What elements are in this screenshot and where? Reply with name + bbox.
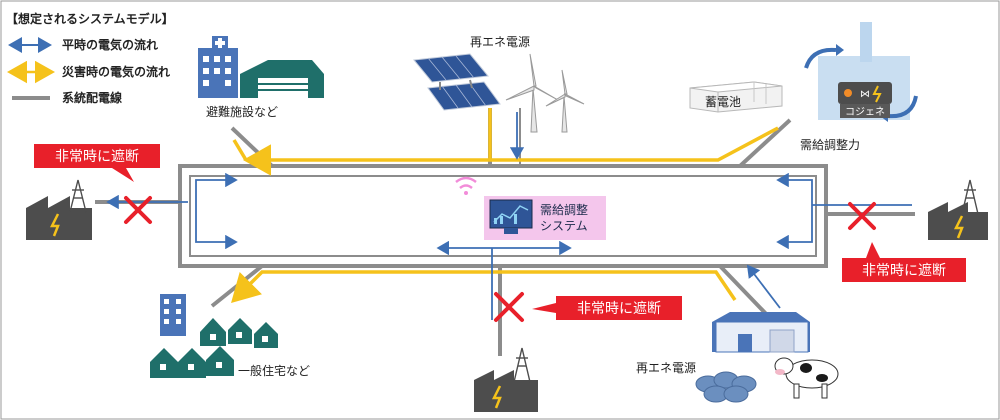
normal-right-bottom (776, 205, 813, 250)
renewable-bottom-label: 再エネ電源 (636, 361, 696, 375)
farm-renewable-icon (695, 312, 839, 403)
disaster-flow-top (243, 126, 779, 176)
demand-supply-power-label: 需給調整力 (800, 137, 860, 152)
battery-icon (689, 81, 783, 113)
demand-supply-system-icon: 需給調整 システム (455, 176, 606, 240)
disaster-flow-top-evac (232, 139, 248, 161)
solar-panel-icon (413, 53, 501, 111)
left-factory-icon (26, 179, 92, 240)
battery-label: 蓄電池 (705, 95, 741, 109)
evacuation-facility-label: 避難施設など (206, 104, 278, 119)
cogeneration-icon: ⋈ コジェネ (804, 22, 918, 122)
cogeneration-label: コジェネ (845, 106, 885, 118)
normal-left-top (195, 172, 238, 202)
normal-flow (106, 112, 912, 320)
cow-icon (774, 357, 839, 399)
legend-normal-label: 平時の電気の流れ (62, 37, 158, 52)
cut-mark-left (124, 196, 152, 224)
callout-right: 非常時に遮断 (842, 242, 966, 282)
system-label-line2: システム (540, 219, 588, 233)
legend: 【想定されるシステムモデル】 平時の電気の流れ 災害時の電気の流れ 系統配電線 (6, 11, 174, 105)
normal-left-bottom (195, 202, 238, 250)
grid-branch-battery (738, 118, 792, 168)
grid-ring-inner (189, 175, 817, 257)
general-housing-icon (150, 294, 278, 378)
svg-text:⋈: ⋈ (860, 89, 870, 100)
callout-bottom: 非常時に遮断 (532, 296, 682, 320)
legend-disaster-label: 災害時の電気の流れ (62, 64, 170, 79)
callout-bottom-text: 非常時に遮断 (577, 301, 661, 317)
legend-title: 【想定されるシステムモデル】 (6, 11, 174, 26)
normal-right-top (776, 172, 813, 205)
cut-mark-bottom (494, 292, 524, 322)
callout-left-text: 非常時に遮断 (55, 149, 139, 165)
legend-grid-label: 系統配電線 (62, 90, 122, 105)
right-factory-icon (928, 179, 988, 240)
normal-farm-up (746, 264, 781, 309)
wifi-icon (455, 176, 477, 184)
system-label-line1: 需給調整 (540, 202, 588, 217)
callout-right-text: 非常時に遮断 (862, 263, 946, 279)
cut-marks (124, 196, 876, 322)
disaster-flow-bottom (231, 270, 737, 303)
callout-left: 非常時に遮断 (34, 144, 160, 182)
grid-branch-housing (210, 264, 264, 308)
grid-branch-farm (718, 264, 772, 320)
disaster-flow (231, 108, 779, 303)
wind-turbine-icon (505, 53, 585, 133)
general-housing-label: 一般住宅など (238, 363, 310, 378)
renewable-top-label: 再エネ電源 (470, 35, 530, 49)
evacuation-facility-icon (198, 36, 324, 98)
bottom-factory-icon (474, 347, 538, 412)
cut-mark-right (848, 202, 876, 230)
